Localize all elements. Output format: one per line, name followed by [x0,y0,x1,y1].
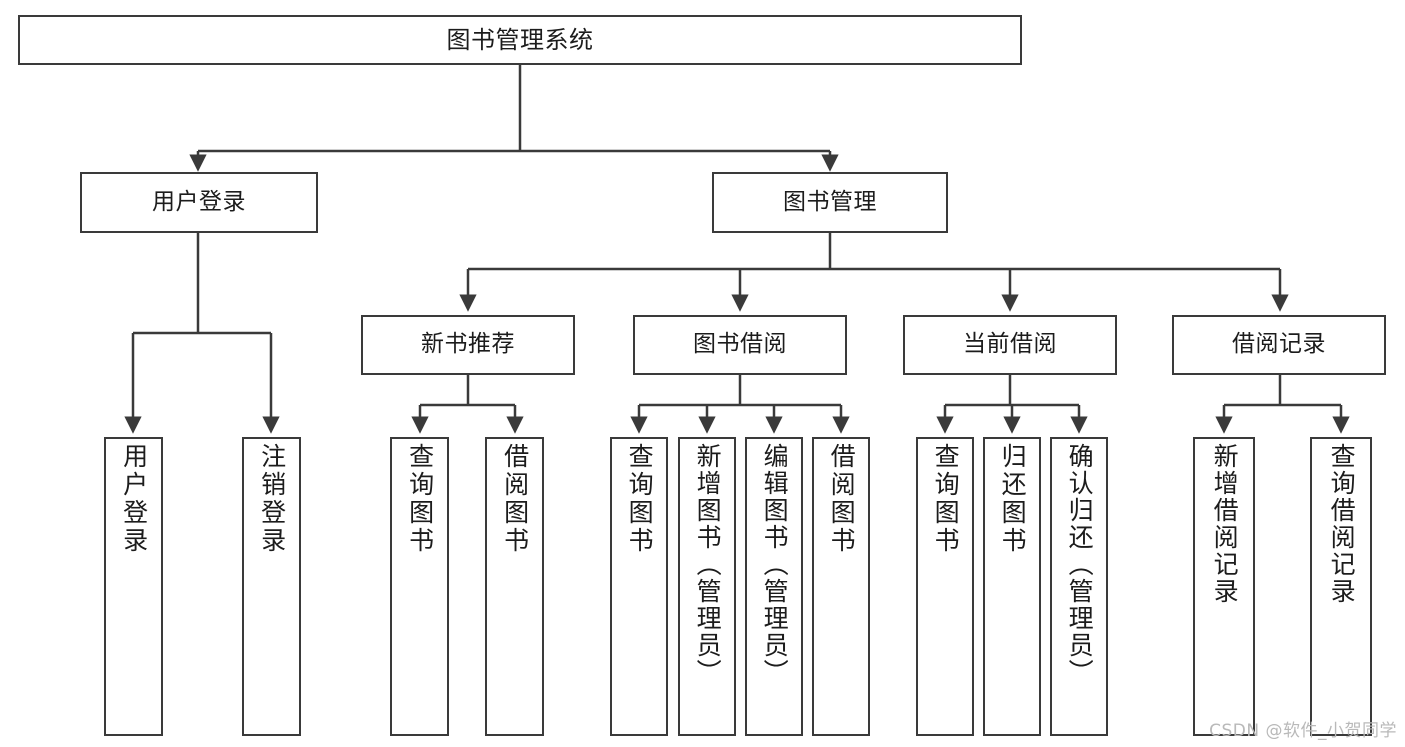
node-leaf-add-borrow-record[interactable]: 新增借阅记录 [1193,437,1255,736]
node-leaf-edit-book[interactable]: 编辑图书（管理员） [745,437,803,736]
node-leaf-query-book-2-label: 查询图书 [625,443,655,555]
node-book-borrow-label: 图书借阅 [693,331,787,358]
node-leaf-logout-login[interactable]: 注销登录 [242,437,301,736]
node-leaf-query-book-3-label: 查询图书 [931,443,961,555]
node-leaf-borrow-book-2-label: 借阅图书 [827,443,857,555]
node-leaf-return-book-label: 归还图书 [998,443,1028,555]
node-book-manage[interactable]: 图书管理 [712,172,948,233]
node-user-login[interactable]: 用户登录 [80,172,318,233]
node-leaf-borrow-book-1[interactable]: 借阅图书 [485,437,544,736]
node-leaf-add-borrow-record-label: 新增借阅记录 [1210,443,1240,605]
node-leaf-user-login[interactable]: 用户登录 [104,437,163,736]
node-leaf-query-book-1[interactable]: 查询图书 [390,437,449,736]
node-leaf-edit-book-label: 编辑图书（管理员） [760,443,790,686]
node-user-login-label: 用户登录 [152,188,246,215]
node-new-book-recommend-label: 新书推荐 [421,331,515,358]
node-leaf-query-borrow-record[interactable]: 查询借阅记录 [1310,437,1372,736]
node-book-manage-label: 图书管理 [783,188,877,215]
node-leaf-add-book[interactable]: 新增图书（管理员） [678,437,736,736]
node-leaf-logout-login-label: 注销登录 [257,443,287,555]
node-root[interactable]: 图书管理系统 [18,15,1022,65]
node-leaf-confirm-return-label: 确认归还（管理员） [1065,443,1095,686]
node-book-borrow[interactable]: 图书借阅 [633,315,847,375]
node-current-borrow[interactable]: 当前借阅 [903,315,1117,375]
node-leaf-borrow-book-2[interactable]: 借阅图书 [812,437,870,736]
node-leaf-query-book-1-label: 查询图书 [405,443,435,555]
csdn-watermark: CSDN @软件_小贺同学 [1209,721,1397,741]
node-current-borrow-label: 当前借阅 [963,331,1057,358]
node-leaf-user-login-label: 用户登录 [119,443,149,555]
node-leaf-confirm-return[interactable]: 确认归还（管理员） [1050,437,1108,736]
node-leaf-query-book-3[interactable]: 查询图书 [916,437,974,736]
node-leaf-add-book-label: 新增图书（管理员） [693,443,723,686]
node-borrow-record[interactable]: 借阅记录 [1172,315,1386,375]
node-new-book-recommend[interactable]: 新书推荐 [361,315,575,375]
node-root-label: 图书管理系统 [446,25,594,54]
node-leaf-borrow-book-1-label: 借阅图书 [500,443,530,555]
node-leaf-return-book[interactable]: 归还图书 [983,437,1041,736]
node-leaf-query-borrow-record-label: 查询借阅记录 [1327,443,1357,605]
node-leaf-query-book-2[interactable]: 查询图书 [610,437,668,736]
node-borrow-record-label: 借阅记录 [1232,331,1326,358]
